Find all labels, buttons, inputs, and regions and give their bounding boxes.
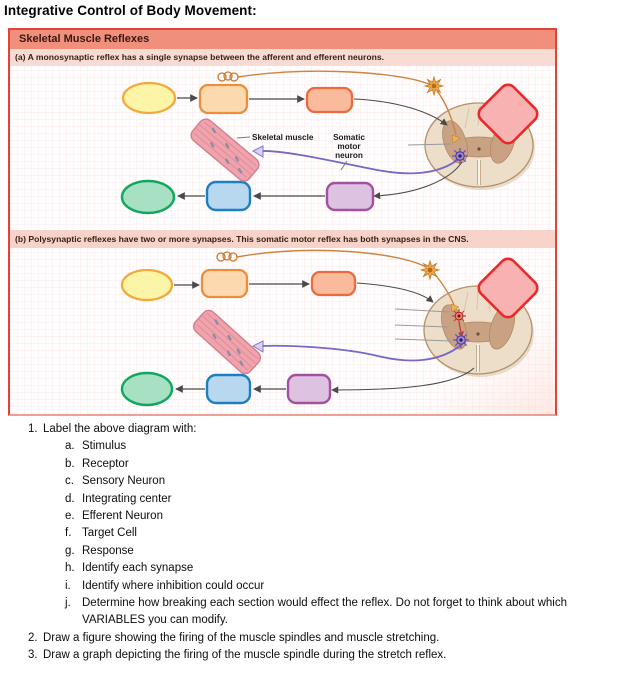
flow-box-blue-b [205,373,252,405]
diagram-a-monosynaptic: Skeletal muscle Somatic motor neuron [10,66,555,230]
flow-box-purple-b [286,373,332,405]
question-list: 1. Label the above diagram with: a. Stim… [28,421,588,665]
sub-question-text: Identify each synapse [82,562,194,575]
flow-oval-green-b [120,371,174,407]
flow-box-orange2-b [310,270,357,297]
diagram-b-polysynaptic [10,248,555,414]
question-text: Draw a graph depicting the firing of the… [43,649,447,662]
leader-line-3 [394,338,452,342]
afferent-axon-into-cord [436,90,457,136]
sub-question-item: f. Target Cell [65,525,588,542]
question-number: 3. [28,649,38,662]
question-item: 2. Draw a figure showing the firing of t… [28,630,588,647]
arrow-box2-to-cord [353,98,448,126]
sub-question-text: Integrating center [82,492,172,505]
sub-question-item: i. Identify where inhibition could occur [65,578,588,595]
arrow-box2-to-cord [356,282,434,303]
sub-question-text: Target Cell [82,527,137,540]
muscle-spindle-coil-icon [216,251,238,262]
sub-question-letter: j. [65,597,71,610]
question-item: 1. Label the above diagram with: [28,421,588,438]
flow-oval-green-a [120,179,176,215]
flow-oval-yellow-a [121,81,177,115]
question-number: 1. [28,423,38,435]
sub-question-text: Efferent Neuron [82,510,163,523]
sensory-terminal [450,303,460,313]
sub-question-text: Response [82,544,134,557]
axon-terminal-on-muscle [252,145,264,158]
sub-question-item: j. Determine how breaking each section w… [65,595,588,630]
somatic-motor-neuron-icon [452,148,468,164]
skeletal-muscle-leader [236,136,251,139]
sub-question-letter: a. [65,440,75,453]
afferent-axon-path [237,70,432,86]
question-number: 2. [28,631,38,644]
interneuron-icon [452,309,466,323]
question-text: Label the above diagram with: [43,423,197,435]
synapse-leader-line [407,143,452,146]
skeletal-muscle-graphic [190,118,260,182]
flow-box-purple-a [325,181,375,212]
caption-a: (a) A monosynaptic reflex has a single s… [10,49,555,66]
sub-question-letter: c. [65,475,74,488]
somatic-motor-neuron-label-2: motor [337,142,361,151]
sub-question-letter: f. [65,527,72,540]
diagram-b-canvas [120,249,539,407]
flow-oval-yellow-b [120,268,174,302]
flow-box-orange2-a [305,86,354,114]
sub-question-item: c. Sensory Neuron [65,473,588,490]
sub-question-text: Identify where inhibition could occur [82,579,265,592]
stimulus-starburst-icon [423,75,445,97]
leader-line-1 [394,308,450,313]
flow-diamond-red-a [477,83,539,145]
muscle-spindle-coil-icon [217,71,239,82]
sub-question-text: Sensory Neuron [82,475,166,488]
sub-question-text: Stimulus [82,440,127,453]
flow-box-orange1-b [200,268,249,299]
sub-question-letter: h. [65,562,75,575]
somatic-motor-neuron-label-1: Somatic [333,133,365,142]
leader-line-2 [394,324,448,328]
sub-question-item: b. Receptor [65,456,588,473]
sub-question-text: Determine how breaking each section woul… [82,597,567,627]
caption-b: (b) Polysynaptic reflexes have two or mo… [10,230,555,248]
flow-diamond-red-b [477,257,539,319]
flow-box-blue-a [205,180,252,212]
sub-question-letter: e. [65,510,75,523]
sub-question-item: h. Identify each synapse [65,560,588,577]
figure-panel: Skeletal Muscle Reflexes (a) A monosynap… [8,28,557,416]
sub-question-item: d. Integrating center [65,491,588,508]
interneuron-axon [458,321,462,334]
sub-question-letter: d. [65,492,75,505]
skeletal-muscle-graphic [192,309,262,375]
sub-question-item: g. Response [65,543,588,560]
flow-box-orange1-a [198,83,249,115]
somatic-motor-neuron-icon [453,332,469,348]
sub-question-letter: b. [65,457,75,470]
sub-question-item: a. Stimulus [65,438,588,455]
figure-panel-header: Skeletal Muscle Reflexes [10,30,555,49]
skeletal-muscle-label: Skeletal muscle [252,133,314,142]
axon-terminal-on-muscle [252,340,264,353]
sensory-terminal [451,134,461,144]
sub-question-item: e. Efferent Neuron [65,508,588,525]
afferent-axon-path [236,249,427,268]
efferent-axon-path [259,344,462,362]
somatic-motor-neuron-label-3: neuron [335,151,363,160]
sub-question-letter: i. [65,579,71,592]
question-item: 3. Draw a graph depicting the firing of … [28,647,588,664]
diagram-a-canvas: Skeletal muscle Somatic motor neuron [120,70,539,215]
efferent-axon-path [259,150,461,175]
somatic-label-leader [340,160,348,171]
question-text: Draw a figure showing the firing of the … [43,631,440,644]
stimulus-starburst-icon [419,259,441,281]
page-title: Integrative Control of Body Movement: [4,3,257,18]
arrow-cord-to-purple-box [331,367,475,394]
sub-question-letter: g. [65,544,75,557]
sub-question-text: Receptor [82,457,129,470]
arrow-cord-to-purple-box [373,161,463,200]
